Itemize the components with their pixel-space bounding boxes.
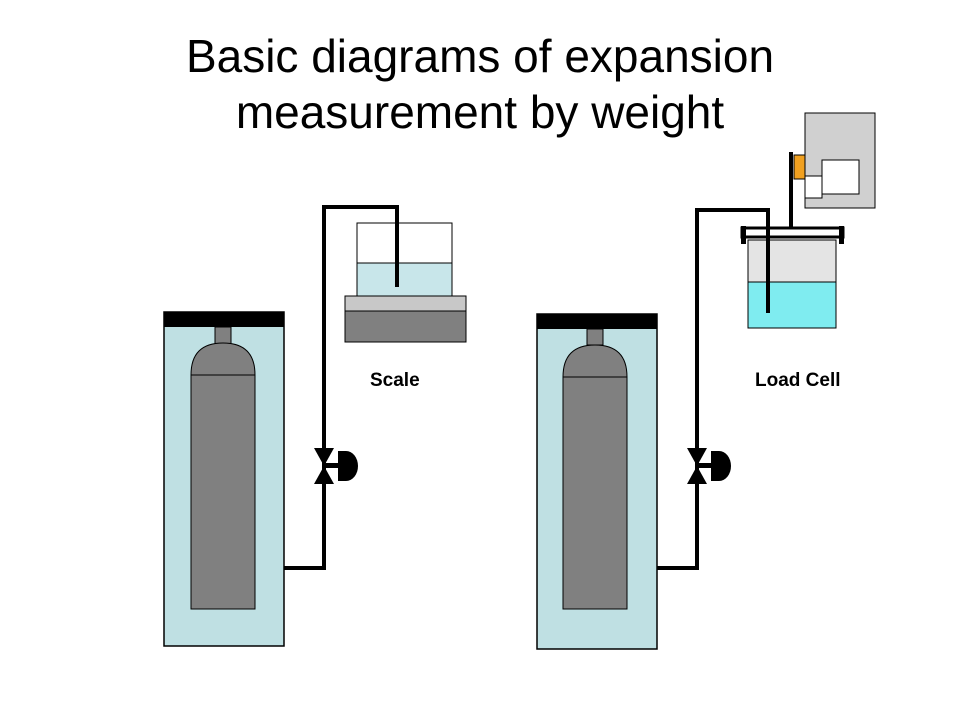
gas-cylinder-right <box>562 328 628 610</box>
load-cell-label: Load Cell <box>755 370 841 391</box>
title-line-2: measurement by weight <box>235 86 725 138</box>
beaker-on-scale <box>356 222 453 297</box>
valve-right[interactable] <box>687 448 731 484</box>
gas-cylinder-left <box>190 326 256 610</box>
scale-system: Scale <box>163 205 467 647</box>
suspended-beaker <box>740 226 845 329</box>
valve-left[interactable] <box>314 448 358 484</box>
load-cell-sensor <box>793 154 806 180</box>
scale-label: Scale <box>370 370 420 391</box>
load-cell-housing <box>804 112 876 209</box>
title-line-1: Basic diagrams of expansion <box>185 30 775 82</box>
slide-title: Basic diagrams of expansion measurement … <box>0 28 960 140</box>
jacket-cap-left <box>164 312 284 327</box>
weighing-scale <box>344 295 467 343</box>
jacket-cap-right <box>537 314 657 329</box>
load-cell-system: Load Cell <box>536 112 876 650</box>
